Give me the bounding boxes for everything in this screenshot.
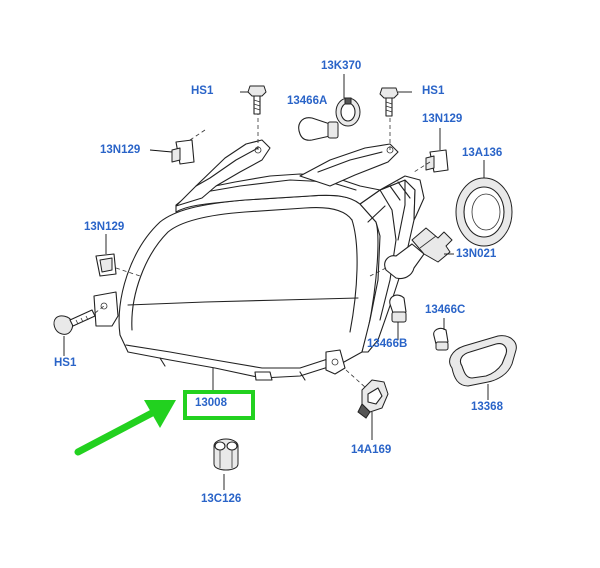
label-13n129-left-mid[interactable]: 13N129 — [84, 221, 125, 233]
label-13n129-top-right[interactable]: 13N129 — [422, 113, 463, 125]
socket-14a169 — [345, 369, 389, 440]
label-13466a[interactable]: 13466A — [287, 95, 328, 107]
boot-13c126 — [213, 438, 239, 490]
top-left-bracket — [175, 112, 271, 207]
bolt-hs1-top-right — [379, 87, 412, 117]
label-13c126[interactable]: 13C126 — [201, 493, 242, 505]
label-13n129-left-top[interactable]: 13N129 — [100, 144, 141, 156]
bulb-13466c — [433, 318, 449, 351]
clip-13n129-b — [413, 128, 449, 173]
bulb-13466a — [298, 117, 339, 141]
label-13k370[interactable]: 13K370 — [321, 60, 362, 72]
cover-13a136 — [455, 160, 513, 247]
label-13a136[interactable]: 13A136 — [462, 147, 503, 159]
socket-13k370 — [335, 74, 361, 127]
label-hs1-top-right[interactable]: HS1 — [422, 85, 445, 97]
label-13466c[interactable]: 13466C — [425, 304, 466, 316]
clip-13n129-a — [149, 129, 206, 165]
label-13008[interactable]: 13008 — [195, 397, 227, 409]
label-13n021[interactable]: 13N021 — [456, 248, 497, 260]
bulb-13466b — [389, 294, 407, 340]
bulb-13n021 — [369, 227, 454, 280]
label-hs1-top-left[interactable]: HS1 — [191, 85, 214, 97]
headlamp-housing — [93, 173, 416, 390]
label-13466b[interactable]: 13466B — [367, 338, 408, 350]
side-repeater-13368 — [449, 335, 517, 400]
clip-13n129-c — [95, 234, 141, 277]
pointer-arrow-icon — [74, 400, 176, 456]
label-14a169[interactable]: 14A169 — [351, 444, 392, 456]
label-13368[interactable]: 13368 — [471, 401, 503, 413]
highlight-box-13008 — [183, 390, 255, 420]
bolt-hs1-top-left — [240, 85, 267, 115]
label-hs1-left[interactable]: HS1 — [54, 357, 77, 369]
bolt-hs1-left — [53, 305, 105, 356]
top-right-bracket — [299, 112, 425, 221]
